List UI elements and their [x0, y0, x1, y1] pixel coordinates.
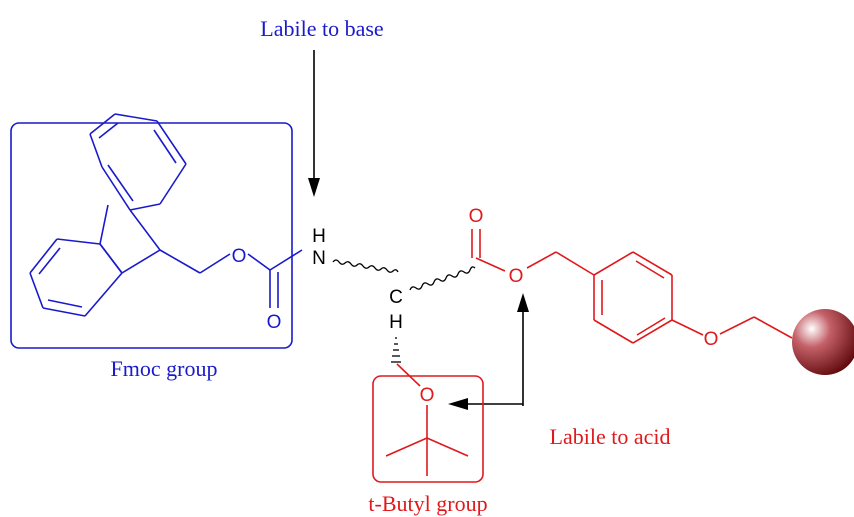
label-t-butyl-group: t-Butyl group — [368, 491, 487, 516]
ester-oxygen: O — [509, 266, 524, 287]
t-butyl-box — [372, 375, 484, 483]
resin-bead — [792, 309, 854, 375]
label-labile-to-acid: Labile to acid — [550, 424, 671, 449]
linker-benzene-ring — [593, 251, 673, 344]
five-ring-bond — [99, 204, 109, 245]
wavy-bond-calpha-carbonyl — [409, 266, 476, 291]
wavy-bond-n-calpha — [332, 259, 399, 273]
ch2-to-tbu-o — [396, 363, 421, 387]
linker-o-ch2 — [719, 316, 755, 335]
o-carbonyl-bond — [247, 253, 271, 271]
carbamate-carbonyl-oxygen: O — [267, 312, 282, 333]
fmoc-group — [10, 113, 303, 349]
acid-arrow-left — [448, 398, 523, 410]
amide-hydrogen: H — [312, 226, 326, 247]
alpha-carbon: C — [389, 287, 403, 308]
lower-benzene-ring — [29, 238, 123, 317]
linker-ether-oxygen: O — [704, 329, 719, 350]
five-ring-bond — [129, 209, 161, 251]
hashed-wedge-bond — [391, 337, 401, 363]
ch2-to-ring — [555, 251, 595, 276]
ester-and-linker — [372, 229, 793, 483]
amide-nitrogen: N — [312, 248, 326, 269]
tbu-methyl-right — [426, 437, 469, 457]
label-labile-to-base: Labile to base — [260, 16, 383, 41]
carbonyl-to-n-bond — [269, 249, 303, 271]
ester-o-ch2 — [526, 251, 557, 269]
base-arrow — [308, 50, 320, 197]
fmoc-group-box — [10, 122, 293, 349]
ch2-to-resin — [753, 316, 793, 339]
fmoc-ch2-bond — [159, 249, 201, 274]
tbu-methyl-left — [385, 437, 428, 457]
fmoc-ch2-o-bond — [199, 253, 231, 274]
ring-to-linker-o — [671, 319, 704, 336]
fmoc-ether-oxygen: O — [232, 246, 247, 267]
alpha-hydrogen: H — [389, 312, 403, 333]
upper-benzene-ring — [89, 113, 187, 211]
ester-carbonyl-oxygen: O — [469, 206, 484, 227]
carbonyl-to-ester-o — [475, 257, 506, 272]
five-ring-bond — [121, 249, 161, 274]
label-fmoc-group: Fmoc group — [111, 356, 218, 381]
t-butyl-ether-oxygen: O — [420, 385, 435, 406]
acid-arrow-up — [517, 293, 529, 406]
